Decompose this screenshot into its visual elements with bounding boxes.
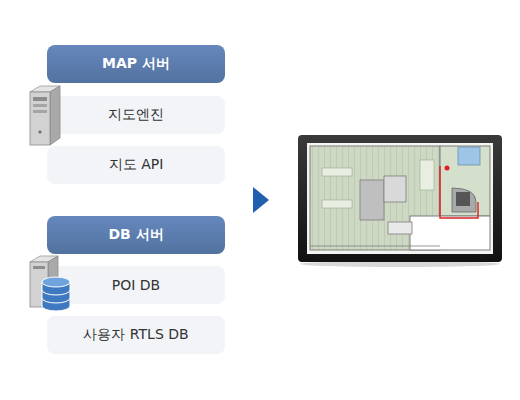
db-server-icon — [30, 256, 70, 311]
component-box: 지도엔진 — [47, 96, 225, 134]
monitor — [298, 135, 502, 267]
box-label: MAP 서버 — [102, 55, 170, 73]
box-label: 사용자 RTLS DB — [83, 326, 188, 344]
component-box: 지도 API — [47, 146, 225, 184]
component-box: POI DB — [47, 266, 225, 304]
box-label: 지도 API — [109, 156, 164, 174]
flow-arrow — [253, 187, 269, 213]
floor-plan — [310, 146, 490, 250]
server-header: DB 서버 — [47, 216, 225, 254]
box-label: 지도엔진 — [108, 106, 164, 124]
box-label: DB 서버 — [108, 226, 163, 244]
server-header: MAP 서버 — [47, 45, 225, 83]
map-server-icon — [30, 86, 60, 145]
component-box: 사용자 RTLS DB — [47, 316, 225, 354]
box-label: POI DB — [112, 277, 160, 293]
